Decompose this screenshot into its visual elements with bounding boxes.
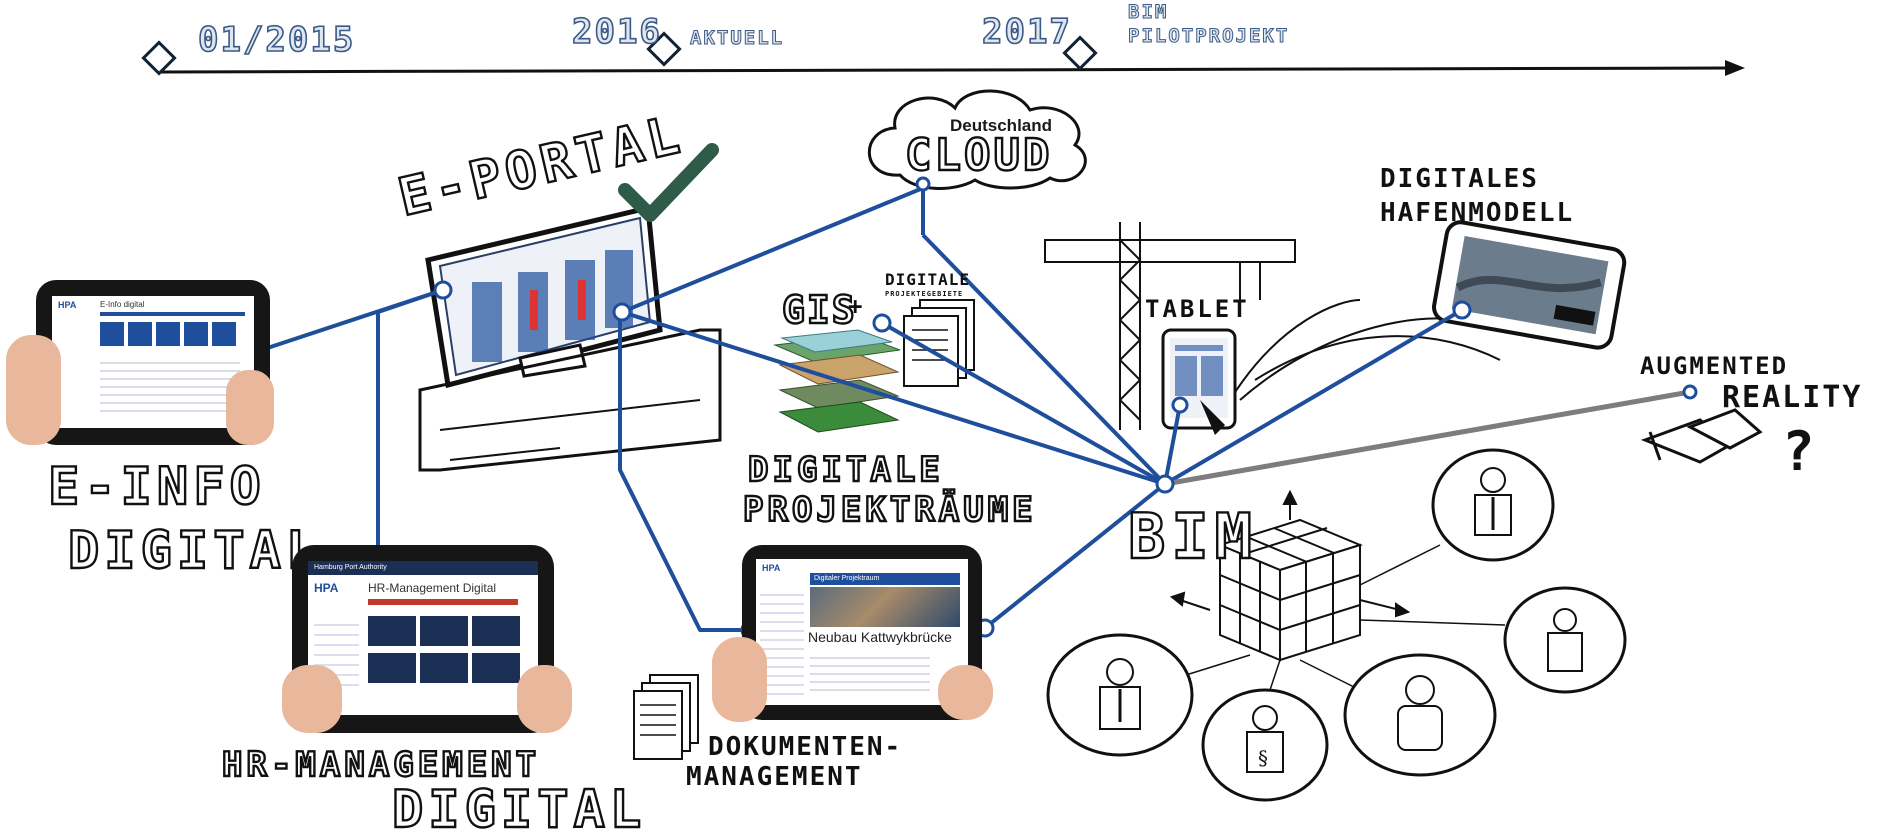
timeline-start-date: 01/2015 [197,19,356,61]
dokumenten-line2: MANAGEMENT [686,762,863,792]
hafenmodell-line2: HAFENMODELL [1380,198,1575,228]
timeline-arrow [159,60,1745,76]
timeline-current-year: 2016 [571,11,662,53]
hr-nav-bar [368,599,518,605]
einfo-list [100,356,240,416]
cloud-label: CLOUD [904,129,1053,182]
projektraeume-line2: PROJEKTRÄUME [742,489,1037,531]
cloud-icon [867,89,1087,190]
hr-tile-3 [472,616,520,646]
tablet-label: TABLET [1145,295,1250,323]
projekt-hero-image [810,587,960,627]
timeline-marker-2017 [1062,35,1098,71]
dokumenten-line1: DOKUMENTEN- [708,732,903,762]
augmented-line2: REALITY [1722,380,1863,415]
hr-tile-6 [472,653,520,683]
einfo-screen-title: E-Info digital [100,300,145,309]
gis-label: GIS [781,287,857,333]
gis-sub-label: PROJEKTEGEBIETE [885,290,964,298]
hafenmodell-line1: DIGITALES [1380,164,1539,194]
projektraeume-line1: DIGITALE [747,449,944,491]
stakeholder-person-icon [1343,653,1497,777]
hr-tablet-screen: Hamburg Port Authority HPA HR-Management… [308,561,538,715]
cloud-top-label: Deutschland [950,116,1053,135]
projekt-hand-right [938,665,993,720]
bim-tablet-icon [1161,328,1237,435]
einfo-hand-right [226,370,274,445]
einfo-tablet-screen: HPA E-Info digital [52,296,254,428]
hafenmodell-tablet-icon [1432,220,1627,350]
projekt-tablet-screen: HPA Digitaler Projektraum Neubau Kattwyk… [756,559,968,705]
gis-plus-label: + [848,292,865,320]
timeline-future-label-line1: BIM [1127,1,1169,24]
projekt-brand: HPA [762,563,781,573]
crane-sketch [1044,222,1501,430]
hr-hand-left [282,665,342,733]
einfo-tile-2 [128,322,152,346]
augmented-glasses-icon [1640,408,1763,464]
projekt-sidebar [760,587,804,697]
einfo-tile-1 [100,322,124,346]
hr-hand-right [517,665,572,733]
hr-screen-title: HR-Management Digital [368,581,497,595]
svg-text:§: § [1258,746,1268,770]
gis-layers-icon [773,329,901,433]
ar-connector-line [1164,389,1691,487]
stakeholder-person-tie-icon [1431,448,1555,562]
projekt-file-list [810,651,930,696]
projekt-hand-left [712,637,767,722]
einfo-hand-left [6,335,61,445]
gis-digitale-label: DIGITALE [885,270,971,289]
hr-tablet: Hamburg Port Authority HPA HR-Management… [282,545,572,733]
hafenmodell-label: DIGITALES HAFENMODELL [1380,162,1574,230]
dokumenten-label: DOKUMENTEN- MANAGEMENT [686,732,903,792]
augmented-question: ? [1782,420,1817,483]
einfo-brand: HPA [58,300,77,310]
timeline-future-label: BIM PILOTPROJEKT [1127,0,1290,48]
timeline-future-label-line2: PILOTPROJEKT [1127,25,1290,48]
projekt-header: Digitaler Projektraum [810,573,960,585]
projekt-tablet: HPA Digitaler Projektraum Neubau Kattwyk… [712,545,993,722]
hr-tile-5 [420,653,468,683]
hr-screen-header: Hamburg Port Authority [308,561,538,575]
timeline-marker-2015 [141,40,177,76]
stakeholder-lawyer-icon: § [1201,688,1329,802]
hr-tile-2 [420,616,468,646]
hr-line2: DIGITAL [391,779,647,840]
einfo-nav-bar [100,312,245,316]
stakeholder-engineer-icon [1046,633,1194,757]
timeline-current-label: AKTUELL [689,27,785,50]
connector-lines [224,186,1464,632]
bim-label: BIM [1127,499,1258,574]
projekt-title: Neubau Kattwykbrücke [808,629,952,645]
einfo-line2: DIGITAL [67,520,323,582]
projektraeume-label: DIGITALE PROJEKTRÄUME [742,449,1037,531]
einfo-line1: E-INFO [47,456,266,518]
eportal-checkmark-icon [618,143,719,222]
documents-stack-bottom-icon [633,674,699,760]
einfo-tablet: HPA E-Info digital [6,280,274,445]
hr-tile-1 [368,616,416,646]
hr-tile-4 [368,653,416,683]
einfo-tile-5 [212,322,236,346]
timeline-marker-2016 [646,31,682,67]
einfo-tile-4 [184,322,208,346]
einfo-label: E-INFO DIGITAL [47,455,323,583]
timeline-future-year: 2017 [981,11,1072,53]
hr-brand: HPA [314,581,339,595]
stakeholder-worker-icon [1503,586,1627,694]
einfo-tile-3 [156,322,180,346]
bim-cube-icon [1169,489,1411,662]
eportal-monitor-icon [418,204,722,472]
augmented-line1: AUGMENTED [1640,352,1789,380]
hr-line1: HR-MANAGEMENT [221,744,541,786]
